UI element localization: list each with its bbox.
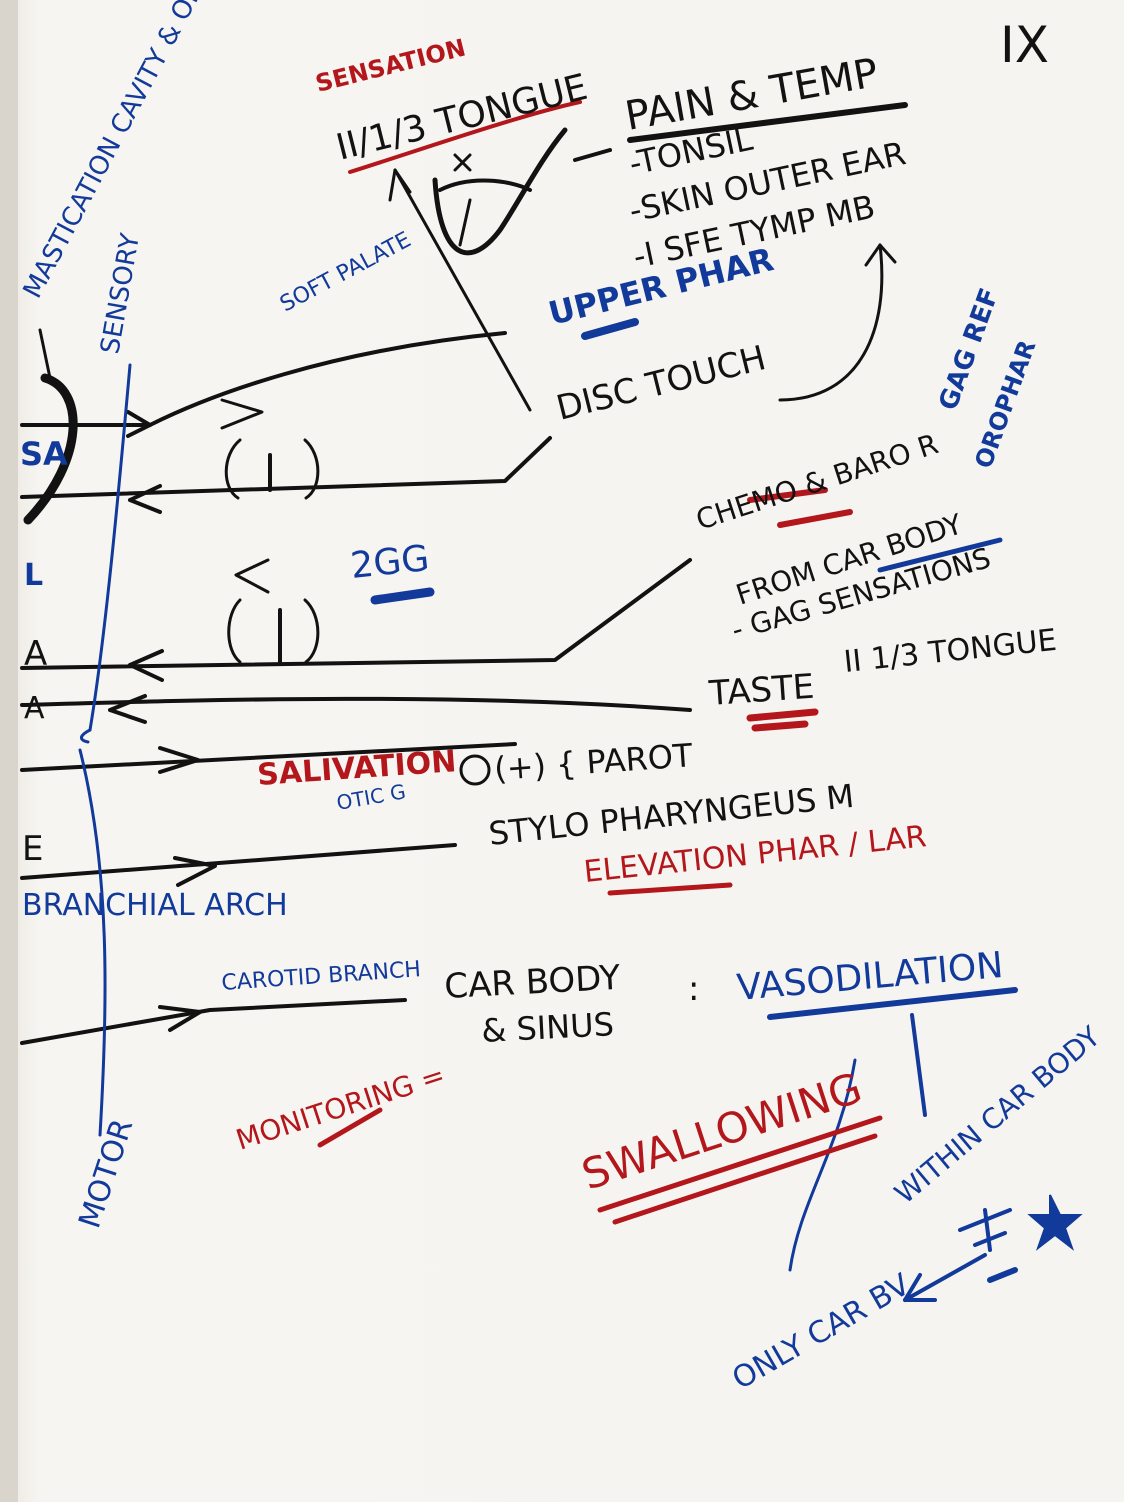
arrowhead-tongue — [390, 170, 410, 200]
nucleus-pointer — [40, 330, 50, 378]
tongue-top — [440, 181, 530, 190]
tongue-midline — [460, 200, 470, 245]
and-sinus-label: & SINUS — [480, 1005, 614, 1050]
star-dash — [990, 1270, 1015, 1280]
fiber-stylo — [22, 845, 455, 878]
monitoring-label: MONITORING = — [232, 1058, 449, 1157]
sensation-label: SENSATION — [313, 34, 469, 98]
taste-underline — [750, 712, 815, 728]
gag-reflex-arrow — [780, 245, 882, 400]
parotid-plus-circle — [461, 756, 489, 784]
sensory-label: SENSORY — [95, 231, 146, 356]
arrow-taste — [110, 696, 145, 722]
star-icon — [1030, 1195, 1080, 1248]
car-body-label: CAR BODY — [443, 958, 621, 1007]
ganglion-label: 2GG — [349, 538, 432, 587]
tongue-dash — [575, 150, 610, 160]
fiber-carotid — [22, 1000, 405, 1043]
edge-letter-e: E — [22, 829, 43, 869]
parotid-label: (+) { PAROT — [493, 736, 694, 788]
tongue-x-mark — [455, 155, 470, 170]
salivation-label: SALIVATION — [256, 744, 457, 793]
ganglion-2-chevron — [236, 560, 268, 592]
baro-underline — [780, 512, 850, 525]
elevation-underline — [610, 885, 730, 893]
edge-letter-a1: A — [24, 634, 47, 674]
within-car-body-label: WITHIN CAR BODY — [888, 1019, 1107, 1210]
page-edge-shadow — [0, 0, 18, 1502]
ganglion-2-brackets — [229, 600, 318, 662]
motor-vertical — [80, 750, 105, 1135]
edge-letter-l: L — [24, 558, 43, 593]
motor-label: MOTOR — [72, 1115, 140, 1233]
upper-phar-underline — [585, 322, 635, 336]
taste-tongue-label: II 1/3 TONGUE — [842, 623, 1058, 680]
only-car-bv-label: ONLY CAR BV — [727, 1267, 917, 1397]
tongue-outline — [435, 130, 565, 253]
taste-label: TASTE — [707, 667, 816, 714]
star-mark — [960, 1210, 1010, 1250]
ganglion-1-chevron — [222, 400, 262, 428]
soft-palate-label: SOFT PALATE — [276, 227, 415, 317]
edge-letter-sa: SA — [20, 435, 68, 473]
carotid-label: CAROTID BRANCH — [221, 957, 422, 996]
nerve-number: IX — [1000, 16, 1049, 74]
zgg-underline — [375, 592, 430, 600]
branchial-arch-label: BRANCHIAL ARCH — [22, 888, 288, 923]
fiber-upper-2 — [22, 438, 550, 497]
swallowing-label: SWALLOWING — [576, 1063, 868, 1199]
vasodilation-stem — [912, 1015, 925, 1115]
arrow-to-tongue — [395, 170, 530, 410]
vasodilation-label: VASODILATION — [735, 945, 1005, 1009]
edge-letter-a2: A — [24, 691, 45, 726]
sensory-hook — [81, 730, 90, 742]
colon-label: : — [688, 969, 699, 1009]
arrow-upper-2 — [130, 486, 160, 512]
fiber-upper-1 — [22, 333, 505, 425]
disc-touch-label: DISC TOUCH — [553, 338, 770, 429]
sensory-vertical — [90, 365, 130, 730]
